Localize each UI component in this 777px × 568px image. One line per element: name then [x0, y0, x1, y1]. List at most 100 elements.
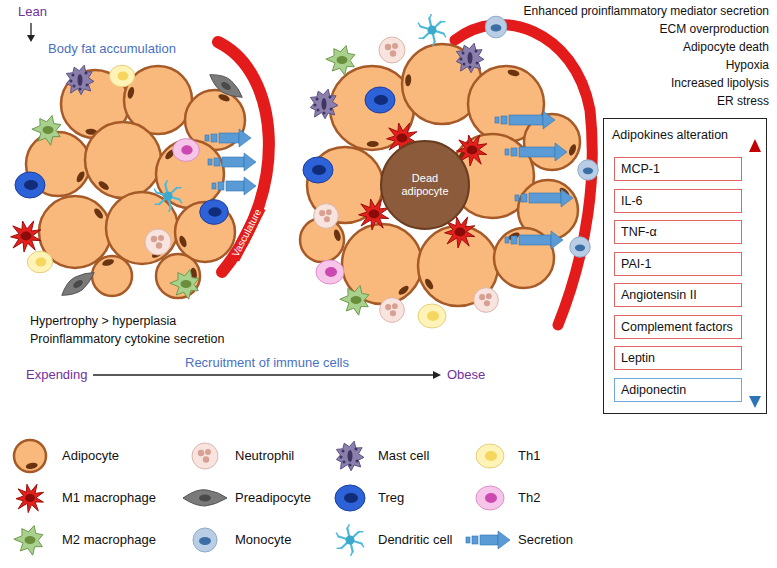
node-text: Angiotensin II: [621, 288, 697, 302]
secretion-arrow: [505, 231, 563, 249]
preadipocyte: [57, 266, 98, 301]
adipocyte-nucleus: [75, 170, 86, 183]
adipokine-box: Complement factors: [614, 315, 742, 339]
neutrophil: [314, 204, 339, 229]
dendrite: [169, 208, 171, 212]
secretion-segment: [501, 116, 507, 124]
adipokine-box: TNF-α: [614, 220, 742, 244]
cell-nucleus: [479, 294, 485, 300]
adipokine-box: PAI-1: [614, 252, 742, 276]
dendrite: [336, 533, 338, 536]
legend-text: M1 macrophage: [62, 490, 156, 506]
secretion-segment: [218, 182, 224, 190]
secretion-head: [551, 231, 563, 249]
adipocyte-nucleus: [507, 69, 520, 78]
cell-nucleus: [348, 450, 353, 462]
preadipocyte-body: [206, 68, 247, 103]
dendrite: [165, 181, 167, 185]
cell-nucleus: [575, 244, 585, 251]
monocyte: [578, 160, 598, 180]
node-text: MCP-1: [621, 162, 660, 176]
granule: [316, 98, 319, 101]
process-label: Body fat accumulation: [48, 41, 176, 57]
preadipocyte-body: [183, 490, 227, 506]
node-text: IL-6: [621, 194, 643, 208]
cell-nucleus: [392, 43, 398, 49]
th2-cell: [173, 139, 200, 162]
cell-nucleus: [427, 311, 439, 321]
cell-nucleus: [385, 44, 391, 50]
dendrite: [444, 34, 446, 37]
m2-macrophage: [340, 286, 369, 316]
cell-nucleus: [374, 95, 388, 105]
cell-nucleus: [390, 310, 396, 316]
cell-nucleus: [43, 126, 54, 134]
legend-text: Th2: [518, 490, 540, 506]
secretion-arrow: [495, 111, 555, 129]
legend-text: Secretion: [518, 532, 573, 548]
secretion-segment: [208, 159, 212, 165]
secretion-segment: [222, 157, 244, 167]
th2-cell: [476, 486, 504, 510]
mast-cell: [310, 89, 338, 119]
node-text: Adiponectin: [621, 383, 686, 397]
secretion-segment: [519, 147, 555, 157]
cell-nucleus: [390, 50, 396, 56]
arrow-head: [749, 396, 761, 408]
legend-text: M2 macrophage: [62, 532, 156, 548]
granule: [314, 104, 317, 107]
cell-nucleus: [351, 296, 362, 304]
m2-macrophage: [170, 270, 199, 300]
granule: [355, 448, 358, 451]
secretion-segment: [511, 236, 517, 244]
cell-nucleus: [397, 134, 408, 143]
monocyte: [193, 528, 217, 552]
cell-nucleus: [25, 494, 35, 502]
stage-label: Lean: [18, 4, 47, 20]
adipocyte: [14, 440, 46, 472]
cell-illustration: [11, 15, 599, 556]
adipocyte: [92, 256, 132, 296]
cell-nucleus: [344, 493, 358, 503]
adipocyte: [156, 140, 224, 208]
node-text: TNF-α: [621, 225, 657, 239]
m1-macrophage: [11, 221, 41, 252]
cell-nucleus: [485, 493, 497, 503]
dendrite: [362, 544, 364, 547]
dendrite: [429, 15, 431, 19]
preadipocyte: [206, 68, 247, 103]
cell-nucleus: [491, 24, 502, 31]
granule: [460, 58, 463, 61]
secretion-head: [555, 143, 567, 161]
granule: [86, 84, 89, 87]
secretion-arrow: [212, 177, 256, 195]
cell-nucleus: [199, 495, 211, 502]
th1-cell: [27, 251, 52, 273]
cell-nucleus: [203, 456, 209, 462]
adipocyte-nucleus: [126, 86, 135, 99]
mast-cell: [336, 441, 364, 471]
node-text: Leptin: [621, 351, 655, 365]
cell-nucleus: [205, 449, 211, 455]
cell-nucleus: [24, 180, 38, 190]
description-text: Proinflammatory cytokine secretion: [30, 332, 225, 347]
th1-cell: [109, 65, 134, 87]
node-text: PAI-1: [621, 257, 651, 271]
adipocyte-nucleus: [178, 235, 188, 248]
effect-text: Hypoxia: [726, 58, 769, 72]
effect-text: Increased lipolysis: [671, 76, 769, 90]
adipocyte-nucleus: [102, 258, 115, 267]
adipocyte-nucleus: [568, 143, 578, 156]
granule: [72, 74, 75, 77]
secretion-arrow: [205, 129, 251, 147]
adipocyte-nucleus: [367, 141, 379, 147]
secretion-head: [561, 189, 573, 207]
mast-cell: [66, 65, 94, 95]
legend-text: Treg: [378, 490, 404, 506]
granule: [73, 85, 76, 88]
dendrite: [419, 37, 423, 39]
node-text: Dead adipocyte: [394, 172, 456, 198]
secretion-segment: [495, 117, 499, 123]
dendrite: [433, 42, 435, 46]
effect-text: Adipocyte death: [683, 40, 769, 54]
